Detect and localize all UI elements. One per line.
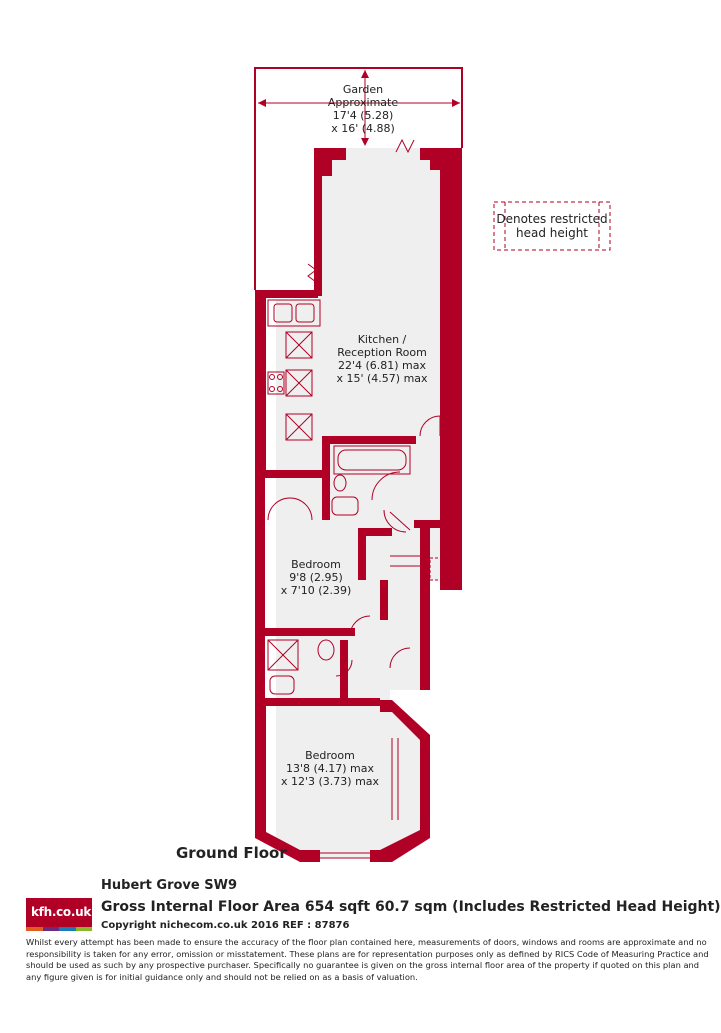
- restricted-height-legend: Denotes restricted head height: [493, 201, 611, 251]
- kitchen-dim-imperial: 22'4 (6.81) max: [338, 359, 427, 372]
- bedroom2-dim-imperial: 13'8 (4.17) max: [286, 762, 375, 775]
- bedroom1-dim-imperial: 9'8 (2.95): [289, 571, 343, 584]
- bedroom2-name: Bedroom: [305, 749, 355, 762]
- legend-line-2: head height: [516, 226, 588, 240]
- kitchen-label: Kitchen / Reception Room 22'4 (6.81) max…: [336, 333, 428, 385]
- floor-label: Ground Floor: [176, 844, 287, 862]
- logo-text: kfh.co.uk: [31, 905, 92, 919]
- kitchen-dim-metric: x 15' (4.57) max: [336, 372, 428, 385]
- property-address: Hubert Grove SW9: [101, 878, 237, 893]
- legend-line-1: Denotes restricted: [496, 212, 607, 226]
- garden-dim-metric: x 16' (4.88): [331, 122, 395, 135]
- garden-note: Approximate: [328, 96, 398, 109]
- garden-area: [254, 67, 463, 290]
- disclaimer-text: Whilst every attempt has been made to en…: [26, 937, 709, 982]
- bedroom2-dim-metric: x 12'3 (3.73) max: [281, 775, 380, 788]
- bedroom2-label: Bedroom 13'8 (4.17) max x 12'3 (3.73) ma…: [281, 749, 380, 788]
- copyright-line: Copyright nichecom.co.uk 2016 REF : 8787…: [101, 920, 350, 931]
- kitchen-name-2: Reception Room: [337, 346, 427, 359]
- bedroom1-name: Bedroom: [291, 558, 341, 571]
- bedroom1-label: Bedroom 9'8 (2.95) x 7'10 (2.39): [281, 558, 352, 597]
- kitchen-fittings: [267, 299, 441, 441]
- agency-logo: kfh.co.uk: [26, 898, 92, 931]
- garden-name: Garden: [343, 83, 383, 96]
- gross-internal-area: Gross Internal Floor Area 654 sqft 60.7 …: [101, 899, 721, 915]
- kitchen-name: Kitchen /: [358, 333, 407, 346]
- bedroom1-dim-metric: x 7'10 (2.39): [281, 584, 352, 597]
- garden-label: Garden Approximate 17'4 (5.28) x 16' (4.…: [328, 83, 398, 135]
- bathroom-fittings: [267, 445, 411, 695]
- garden-dim-imperial: 17'4 (5.28): [333, 109, 394, 122]
- doors: [267, 138, 449, 820]
